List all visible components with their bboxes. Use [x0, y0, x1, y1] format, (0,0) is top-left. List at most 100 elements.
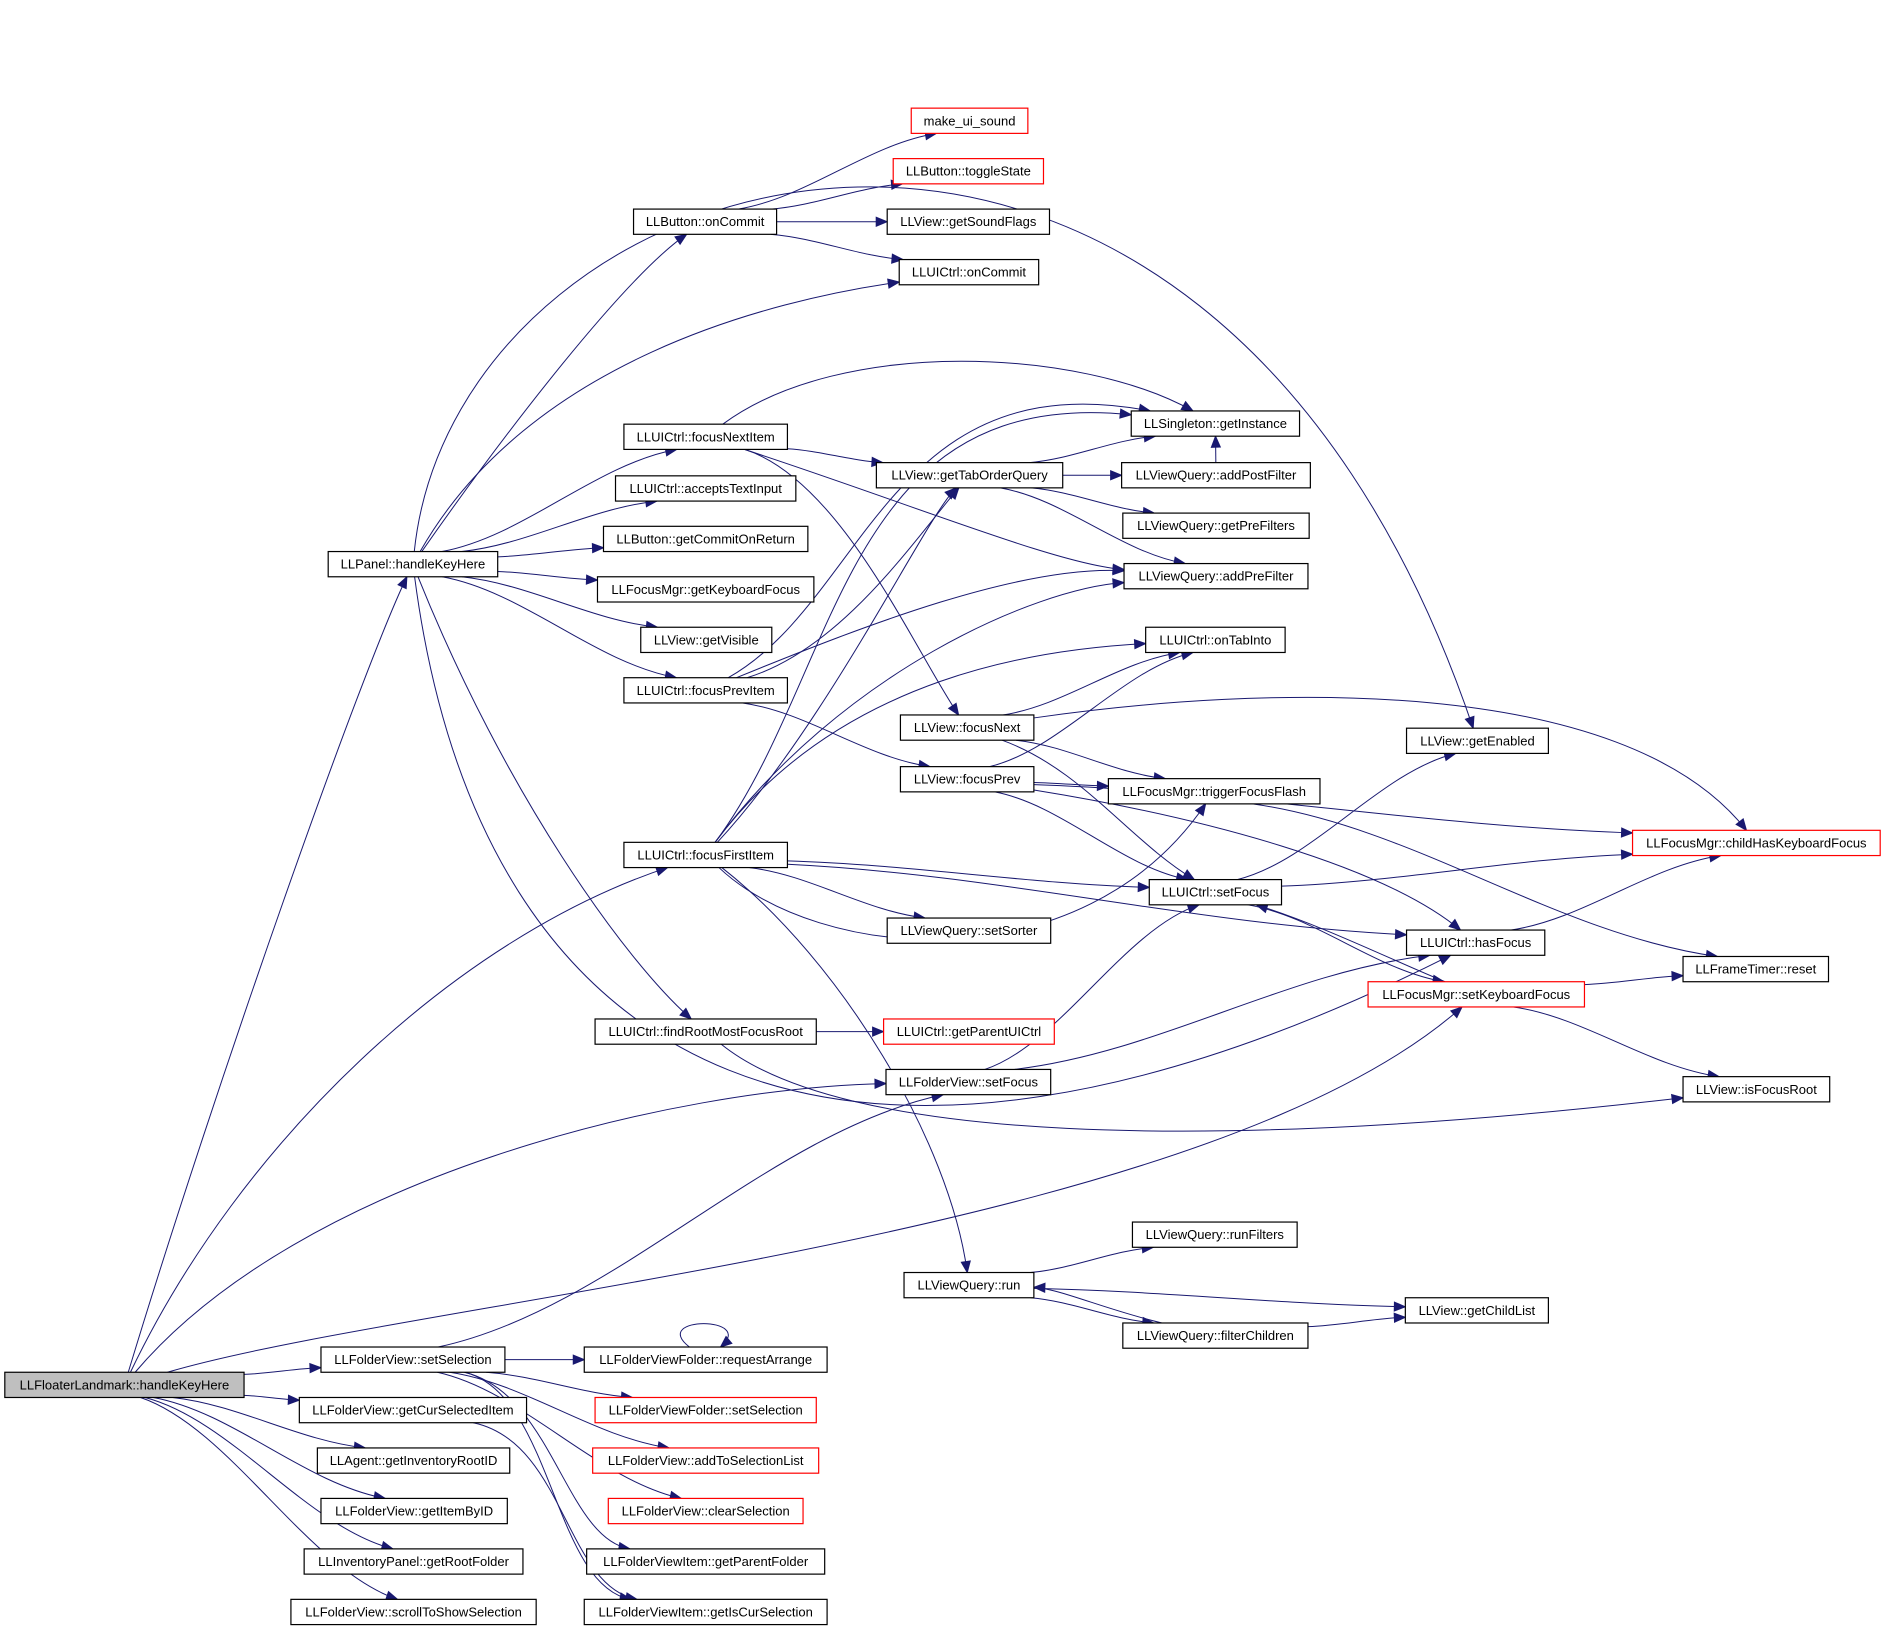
node-getChildList[interactable]: LLView::getChildList [1404, 1297, 1549, 1324]
node-scrollToShowSelection[interactable]: LLFolderView::scrollToShowSelection [290, 1598, 537, 1626]
node-focusFirstItem[interactable]: LLUICtrl::focusFirstItem [623, 841, 789, 869]
call-edge [1247, 904, 1445, 983]
node-folderViewSetSelection[interactable]: LLFolderView::setSelection [320, 1346, 506, 1373]
node-getParentUICtrl[interactable]: LLUICtrl::getParentUICtrl [882, 1018, 1055, 1045]
node-focusNextItem[interactable]: LLUICtrl::focusNextItem [623, 423, 789, 451]
node-isFocusRoot[interactable]: LLView::isFocusRoot [1682, 1076, 1831, 1103]
arrowhead [591, 542, 605, 554]
node-setSorter[interactable]: LLViewQuery::setSorter [886, 917, 1052, 944]
call-edge [464, 1371, 631, 1550]
arrowhead [674, 233, 688, 246]
node-addPostFilter[interactable]: LLViewQuery::addPostFilter [1121, 462, 1311, 489]
call-edge [486, 1371, 633, 1398]
arrowhead [397, 575, 408, 590]
arrowhead [872, 1026, 885, 1037]
node-acceptsTextInput[interactable]: LLUICtrl::acceptsTextInput [614, 475, 797, 502]
node-viewQueryRun[interactable]: LLViewQuery::run [903, 1271, 1035, 1299]
node-getParentFolder[interactable]: LLFolderViewItem::getParentFolder [586, 1548, 826, 1575]
node-uictrlOnCommit[interactable]: LLUICtrl::onCommit [898, 258, 1040, 286]
call-edge [749, 867, 926, 919]
node-btnToggleState[interactable]: LLButton::toggleState [892, 158, 1045, 185]
node-label: LLView::getVisible [654, 632, 759, 647]
arrowhead [1112, 578, 1126, 589]
node-folderViewSetFocus[interactable]: LLFolderView::setFocus [885, 1068, 1052, 1096]
node-root[interactable]: LLFloaterLandmark::handleKeyHere [4, 1371, 245, 1399]
node-frameTimerReset[interactable]: LLFrameTimer::reset [1682, 955, 1830, 983]
node-hasFocus[interactable]: LLUICtrl::hasFocus [1405, 929, 1546, 956]
call-edge [464, 1371, 632, 1600]
call-edge [989, 651, 1194, 768]
node-viewFocusNext[interactable]: LLView::focusNext [899, 714, 1035, 741]
node-getTabOrderQuery[interactable]: LLView::getTabOrderQuery [875, 462, 1064, 489]
node-label: LLViewQuery::run [918, 1278, 1021, 1293]
node-label: LLUICtrl::onCommit [912, 265, 1027, 280]
call-edge [787, 863, 1407, 936]
node-getIsCurSelection[interactable]: LLFolderViewItem::getIsCurSelection [583, 1598, 828, 1626]
node-getCommitOnReturn[interactable]: LLButton::getCommitOnReturn [602, 525, 809, 553]
node-requestArrange[interactable]: LLFolderViewFolder::requestArrange [583, 1346, 828, 1373]
node-singletonGetInstance[interactable]: LLSingleton::getInstance [1130, 410, 1301, 437]
arrowhead [1194, 802, 1207, 817]
node-label: LLView::getEnabled [1420, 733, 1534, 748]
node-box [903, 1271, 1035, 1299]
node-makeUiSound[interactable]: make_ui_sound [910, 107, 1029, 134]
node-onTabInto[interactable]: LLUICtrl::onTabInto [1145, 626, 1286, 654]
node-getVisible[interactable]: LLView::getVisible [640, 626, 773, 654]
node-box [875, 462, 1064, 489]
arrowhead [1096, 780, 1110, 792]
node-label: LLPanel::handleKeyHere [341, 557, 486, 572]
call-edge [140, 1397, 398, 1600]
arrowhead [719, 1335, 733, 1348]
node-btnOnCommit[interactable]: LLButton::onCommit [632, 208, 778, 235]
node-addPreFilter[interactable]: LLViewQuery::addPreFilter [1123, 562, 1309, 590]
node-box [290, 1598, 537, 1626]
node-label: LLButton::onCommit [646, 214, 765, 229]
call-edge [742, 702, 931, 768]
call-edge [1000, 487, 1186, 565]
node-getCurSelectedItem[interactable]: LLFolderView::getCurSelectedItem [298, 1396, 528, 1424]
node-getItemByID[interactable]: LLFolderView::getItemByID [320, 1497, 508, 1525]
node-focusPrevItem[interactable]: LLUICtrl::focusPrevItem [623, 677, 789, 704]
node-box [1123, 562, 1309, 590]
node-label: LLUICtrl::hasFocus [1420, 935, 1532, 950]
nodes-layer: LLFloaterLandmark::handleKeyHere make_ui_… [4, 107, 1881, 1626]
node-uictrlSetFocus[interactable]: LLUICtrl::setFocus [1148, 878, 1283, 906]
call-edge [244, 1367, 321, 1375]
call-edge [437, 1371, 682, 1499]
node-getKeyboardFocus[interactable]: LLFocusMgr::getKeyboardFocus [596, 576, 815, 603]
node-box [320, 1346, 506, 1373]
node-box [316, 1447, 511, 1474]
arrowhead [1112, 564, 1126, 576]
node-label: LLView::getTabOrderQuery [891, 468, 1048, 483]
arrowhead [875, 216, 889, 227]
call-edge [721, 867, 968, 1273]
node-runFilters[interactable]: LLViewQuery::runFilters [1131, 1221, 1298, 1248]
node-childHasKeyboardFocus[interactable]: LLFocusMgr::childHasKeyboardFocus [1631, 829, 1881, 857]
node-findRootMostFocusRoot[interactable]: LLUICtrl::findRootMostFocusRoot [594, 1018, 817, 1045]
call-edge [129, 867, 668, 1373]
node-getRootFolder[interactable]: LLInventoryPanel::getRootFolder [303, 1548, 524, 1575]
node-addToSelectionList[interactable]: LLFolderView::addToSelectionList [592, 1447, 820, 1474]
node-folderViewFolderSetSelection[interactable]: LLFolderViewFolder::setSelection [594, 1396, 817, 1424]
node-filterChildren[interactable]: LLViewQuery::filterChildren [1122, 1322, 1309, 1349]
arrowhead [1671, 1093, 1685, 1105]
node-label: LLViewQuery::addPreFilter [1139, 569, 1295, 584]
node-getEnabled[interactable]: LLView::getEnabled [1405, 727, 1549, 755]
arrowhead [891, 253, 905, 264]
node-box [898, 258, 1040, 286]
node-triggerFocusFlash[interactable]: LLFocusMgr::triggerFocusFlash [1107, 778, 1321, 805]
call-edge [1237, 752, 1456, 881]
node-getInventoryRootID[interactable]: LLAgent::getInventoryRootID [316, 1447, 511, 1474]
call-edge [1307, 1316, 1406, 1328]
node-box [327, 550, 499, 578]
node-box [1404, 1297, 1549, 1324]
node-label: LLUICtrl::onTabInto [1159, 632, 1271, 647]
node-viewGetSoundFlags[interactable]: LLView::getSoundFlags [886, 208, 1051, 235]
node-clearSelection[interactable]: LLFolderView::clearSelection [607, 1497, 804, 1525]
node-viewFocusPrev[interactable]: LLView::focusPrev [899, 766, 1035, 793]
node-box [623, 423, 789, 451]
node-setKeyboardFocus[interactable]: LLFocusMgr::setKeyboardFocus [1367, 981, 1586, 1008]
node-panelHandleKeyHere[interactable]: LLPanel::handleKeyHere [327, 550, 499, 578]
node-box [623, 677, 789, 704]
node-getPreFilters[interactable]: LLViewQuery::getPreFilters [1122, 512, 1310, 539]
